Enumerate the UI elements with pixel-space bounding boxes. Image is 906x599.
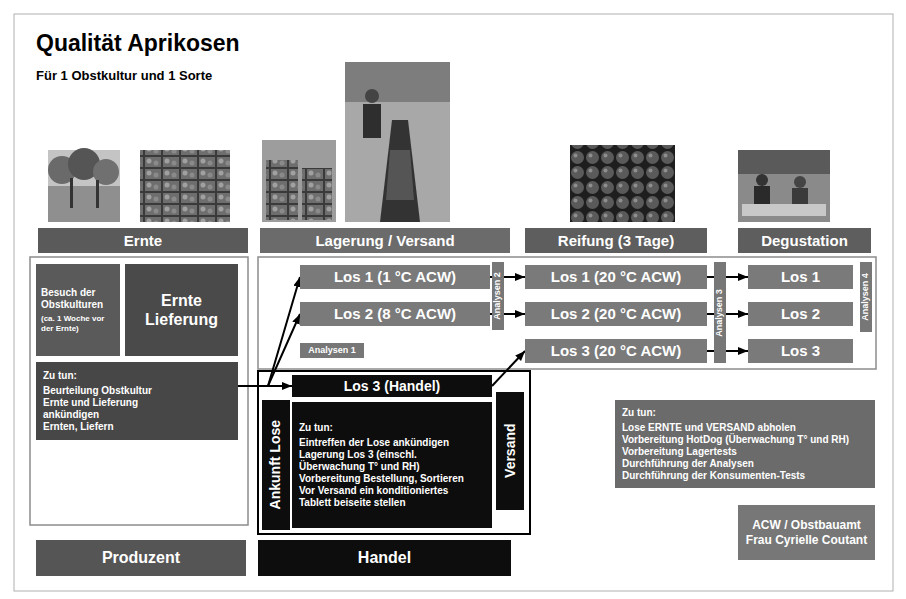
subtitle-label: Für 1 Obstkultur und 1 Sorte — [36, 68, 212, 83]
todo-box: Zu tun: Eintreffen der Lose ankündigenLag… — [292, 402, 492, 528]
stage-band: Ernte — [38, 228, 248, 253]
tasting-photo — [738, 150, 830, 222]
crate-stack — [266, 160, 298, 220]
lot-box: Los 1 (20 °C ACW) — [525, 265, 707, 289]
worker-body — [363, 104, 381, 138]
crates-photo — [140, 150, 230, 222]
box-text: Analysen 1 — [308, 345, 356, 356]
box-text: Durchführung der Analysen — [622, 458, 754, 470]
page-frame — [14, 14, 893, 591]
lot-box: Los 2 — [748, 302, 853, 326]
lot-box: Los 3 — [748, 339, 853, 363]
box-text: Analysen 3 — [715, 289, 725, 337]
stage-band: Lagerung / Versand — [260, 228, 510, 253]
box-text: Eintreffen der Lose ankündigen — [299, 437, 449, 449]
box-text: Los 2 (20 °C ACW) — [551, 305, 681, 323]
box-text: Ernte — [124, 232, 162, 250]
stage-band: Degustation — [738, 228, 871, 253]
apricots-photo — [570, 145, 675, 222]
box-heading: Zu tun: — [43, 370, 77, 382]
task-box: Ernte Lieferung — [125, 264, 238, 356]
analysis-tag: Analysen 3 — [714, 262, 726, 363]
box-text: Los 1 (1 °C ACW) — [334, 268, 456, 286]
box-text: (ca. 1 Woche vor der Ernte) — [41, 314, 115, 333]
worker-head — [365, 89, 379, 103]
box-heading: Zu tun: — [299, 422, 333, 434]
box-text: Lagerung / Versand — [315, 232, 454, 250]
vertical-band: Versand — [496, 392, 524, 510]
todo-box: Zu tun:Lose ERNTE und VERSAND abholenVor… — [615, 400, 875, 488]
role-box: ACW / ObstbauamtFrau Cyrielle Coutant — [738, 505, 875, 560]
arrow-connector — [238, 314, 300, 386]
trade-outline — [258, 371, 530, 534]
analysis-tag: Analysen 4 — [860, 262, 872, 332]
box-text: Lose ERNTE und VERSAND abholen — [622, 422, 796, 434]
lot-box: Los 1 — [748, 265, 853, 289]
box-text: Reifung (3 Tage) — [558, 232, 674, 250]
box-heading: Besuch der Obstkulturen — [41, 287, 115, 311]
box-text: Beurteilung Obstkultur — [43, 385, 152, 397]
box-text: Vorbereitung Bestellung, Sortieren — [299, 473, 464, 485]
tree-trunk — [70, 178, 73, 208]
box-text: Analysen 2 — [493, 272, 503, 320]
box-text: Vor Versand ein konditioniertes Tablett … — [299, 485, 479, 509]
tasting-table — [742, 204, 826, 216]
producer-outline — [30, 257, 248, 525]
box-text: Frau Cyrielle Coutant — [746, 533, 867, 547]
box-text: Durchführung der Konsumenten-Tests — [622, 470, 805, 482]
role-box: Produzent — [36, 540, 246, 576]
box-text: Vorbereitung Lagertests — [622, 446, 737, 458]
lot-box: Los 3 (Handel) — [292, 375, 492, 397]
todo-box: Zu tun: Beurteilung ObstkulturErnte und L… — [36, 362, 238, 440]
analysis-tag: Analysen 2 — [492, 262, 504, 330]
box-text: Versand — [502, 424, 517, 478]
box-text: Ernte und Lieferung ankündigen — [43, 397, 168, 421]
diagram-title: Qualität Aprikosen — [36, 30, 240, 57]
box-text: Los 1 — [781, 268, 820, 286]
box-text: Los 3 (20 °C ACW) — [551, 342, 681, 360]
crate-stack — [302, 168, 332, 220]
storage-photo — [262, 140, 336, 222]
arrow-connector — [492, 351, 525, 386]
person-head — [794, 176, 806, 188]
box-text: Los 3 — [781, 342, 820, 360]
box-heading: Zu tun: — [622, 407, 656, 419]
hall-wall — [345, 62, 450, 102]
box-text: Los 2 (8 °C ACW) — [334, 305, 456, 323]
box-text: Ankunft Lose — [268, 420, 283, 509]
box-text: Handel — [358, 548, 411, 567]
tree-trunk — [96, 180, 99, 208]
box-text: Degustation — [761, 232, 848, 250]
tent-roof — [738, 150, 830, 174]
task-box: Besuch der Obstkulturen (ca. 1 Woche vor … — [36, 264, 120, 356]
box-text: Ernte Lieferung — [131, 291, 232, 329]
orchard-ground — [48, 186, 120, 222]
analysis-tag: Analysen 1 — [300, 343, 364, 358]
box-text: Ernten, Liefern — [43, 421, 114, 433]
conveyor-lane — [386, 150, 414, 200]
lot-box: Los 1 (1 °C ACW) — [300, 265, 490, 289]
box-text: Vorbereitung HotDog (Überwachung T° und … — [622, 434, 849, 446]
conveyor-belt — [380, 120, 420, 222]
box-text: Los 2 — [781, 305, 820, 323]
box-text: Analysen 4 — [861, 273, 871, 321]
box-text: Los 3 (Handel) — [344, 378, 440, 395]
box-text: Los 1 (20 °C ACW) — [551, 268, 681, 286]
stage-band: Reifung (3 Tage) — [525, 228, 707, 253]
box-text: ACW / Obstbauamt — [752, 518, 861, 532]
lot-box: Los 2 (20 °C ACW) — [525, 302, 707, 326]
box-text: Produzent — [102, 548, 180, 567]
lot-flow-outline — [258, 257, 876, 369]
role-box: Handel — [258, 540, 511, 576]
lot-box: Los 2 (8 °C ACW) — [300, 302, 490, 326]
sorting-photo — [345, 62, 450, 222]
lot-box: Los 3 (20 °C ACW) — [525, 339, 707, 363]
arrow-connector — [238, 277, 300, 386]
person-head — [756, 174, 768, 186]
vertical-band: Ankunft Lose — [262, 400, 290, 530]
box-text: Lagerung Los 3 (einschl. Überwachung T° … — [299, 449, 479, 473]
